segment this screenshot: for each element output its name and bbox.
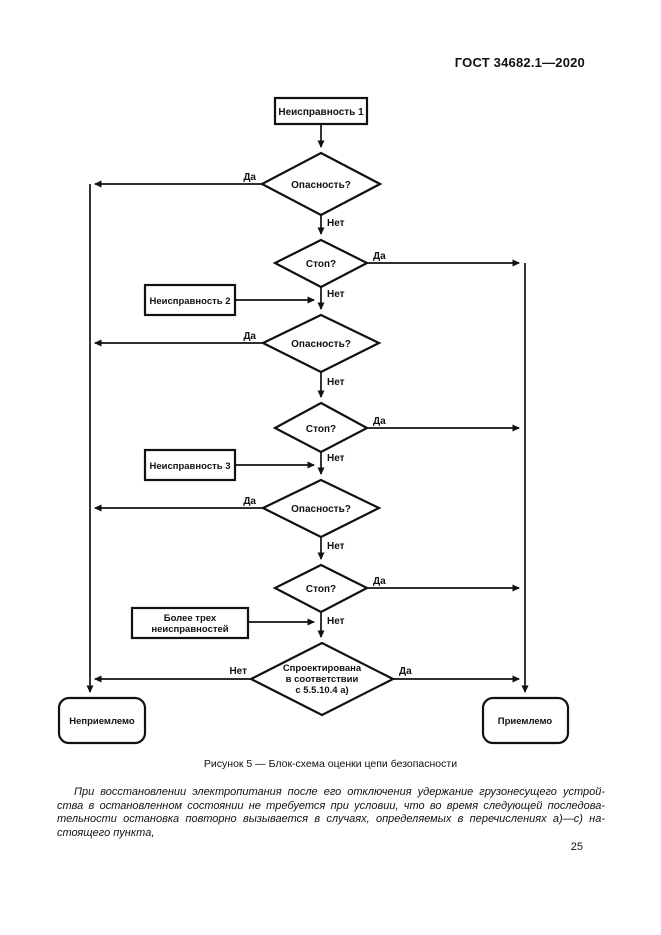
paragraph-line-3: тельности остановка повторно вызывается … [57, 813, 605, 826]
stop3-diamond [272, 563, 370, 614]
paragraph-line-4: стоящего пункта, [57, 827, 155, 840]
body-paragraph: При восстановлении электропитания после … [57, 786, 605, 841]
danger1-decision: Опасность? [259, 151, 383, 217]
danger3-no-label: Нет [327, 541, 345, 552]
fault2-box: Неисправность 2 [143, 283, 237, 317]
designed-label-line1: Спроектирована [283, 663, 362, 674]
designed-yes-label: Да [399, 666, 412, 677]
danger1-yes-label: Да [243, 172, 256, 183]
designed-decision: Спроектирована в соответствии с 5.5.10.4… [248, 641, 396, 717]
page-number: 25 [570, 841, 583, 853]
acceptable-label: Приемлемо [498, 716, 553, 727]
fault1-label: Неисправность 1 [278, 107, 364, 118]
fault1-rect [273, 96, 369, 126]
figure-caption: Рисунок 5 — Блок-схема оценки цепи безоп… [203, 758, 458, 770]
stop1-label: Стоп? [306, 259, 336, 270]
stop2-yes-label: Да [373, 416, 386, 427]
fault3-label: Неисправность 3 [149, 461, 230, 472]
stop3-label: Стоп? [306, 584, 336, 595]
fault2-rect [143, 283, 237, 317]
danger2-decision: Опасность? [260, 313, 382, 374]
danger2-diamond [260, 313, 382, 374]
unacceptable-label: Неприемлемо [69, 716, 135, 727]
danger3-diamond [260, 478, 382, 539]
designed-label-line2: в соответствии [286, 674, 359, 685]
danger3-label: Опасность? [291, 504, 351, 515]
unacceptable-rect [57, 696, 147, 745]
danger1-no-label: Нет [327, 218, 345, 229]
more-faults-label-line1: Более трех [164, 613, 217, 624]
danger2-yes-label: Да [243, 331, 256, 342]
doc-number: ГОСТ 34682.1—2020 [454, 55, 585, 70]
danger2-label: Опасность? [291, 339, 351, 350]
safety-circuit-flowchart: Неисправность 1 Неисправность 2 Неисправ… [57, 96, 570, 745]
connectors [86, 124, 529, 693]
danger3-yes-label: Да [243, 496, 256, 507]
stop1-diamond [272, 238, 370, 289]
designed-label-line3: с 5.5.10.4 а) [295, 685, 348, 696]
stop3-decision: Стоп? [272, 563, 370, 614]
fault1-box: Неисправность 1 [273, 96, 369, 126]
stop1-yes-label: Да [373, 251, 386, 262]
branch-labels: Да Да Да Нет Да Да Да Да Нет Нет Нет Нет… [229, 172, 412, 677]
stop3-yes-label: Да [373, 576, 386, 587]
danger1-label: Опасность? [291, 180, 351, 191]
fault2-label: Неисправность 2 [149, 296, 230, 307]
danger1-diamond [259, 151, 383, 217]
danger3-decision: Опасность? [260, 478, 382, 539]
more-faults-label-line2: неисправностей [151, 624, 228, 635]
designed-diamond [248, 641, 396, 717]
stop1-no-label: Нет [327, 289, 345, 300]
more-faults-box: Более трех неисправностей [130, 606, 250, 640]
acceptable-rect [481, 696, 570, 745]
stop1-decision: Стоп? [272, 238, 370, 289]
stop3-no-label: Нет [327, 616, 345, 627]
stop2-label: Стоп? [306, 424, 336, 435]
paragraph-line-2: ства в остановленном состоянии не требуе… [57, 799, 605, 812]
acceptable-terminal: Приемлемо [481, 696, 570, 745]
fault3-box: Неисправность 3 [143, 448, 237, 482]
fault3-rect [143, 448, 237, 482]
more-faults-rect [130, 606, 250, 640]
stop2-no-label: Нет [327, 453, 345, 464]
paragraph-line-1: При восстановлении электропитания после … [74, 786, 605, 798]
danger2-no-label: Нет [327, 377, 345, 388]
unacceptable-terminal: Неприемлемо [57, 696, 147, 745]
stop2-decision: Стоп? [272, 401, 370, 454]
stop2-diamond [272, 401, 370, 454]
designed-no-label: Нет [229, 666, 247, 677]
